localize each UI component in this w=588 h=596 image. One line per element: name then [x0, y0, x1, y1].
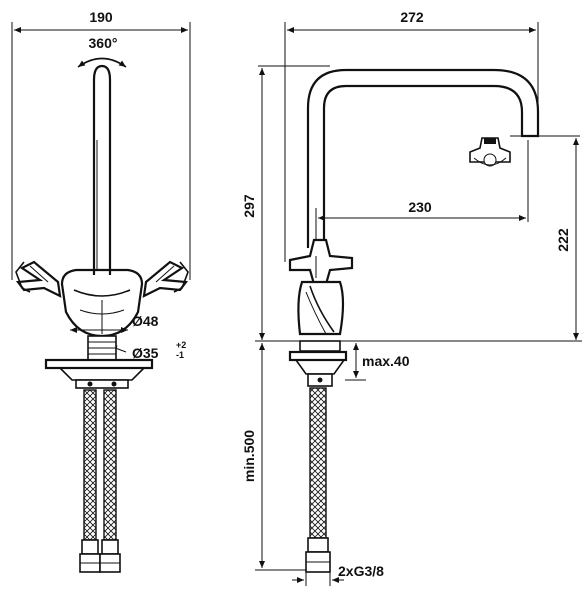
handle-side	[288, 238, 354, 286]
threaded-shank-front	[87, 335, 117, 363]
side-view: 272 297 222 230	[241, 9, 582, 586]
spout-side	[306, 68, 540, 248]
dimension-width: 190	[11, 9, 191, 280]
dimension-min-hose: min.500	[241, 343, 306, 571]
dimension-min-hose-label: min.500	[241, 430, 257, 482]
dimension-reach-overall: 272	[284, 9, 539, 262]
dimension-height-overall-label: 297	[241, 194, 257, 218]
base-diameter-dimension: Ø48	[70, 313, 159, 333]
hole-tolerance-lower: -1	[176, 350, 184, 360]
flex-hose-side	[305, 387, 331, 573]
rotation-label: 360°	[89, 35, 118, 51]
dimension-height-spout-label: 222	[555, 228, 571, 252]
mixer-body-side	[297, 280, 345, 336]
hole-tolerance-upper: +2	[176, 340, 186, 350]
countertop-front	[44, 358, 154, 389]
dimension-max-deck-label: max.40	[362, 353, 410, 369]
hole-diameter-dimension: Ø35 +2 -1	[109, 340, 186, 361]
dimension-reach-overall-label: 272	[400, 9, 424, 25]
mixer-body-front	[60, 268, 144, 338]
countertop-side	[288, 340, 348, 387]
dimension-height-spout: 222	[510, 135, 580, 340]
right-handle	[142, 260, 189, 298]
dimension-connection: 2xG3/8	[292, 563, 384, 586]
flex-hoses-front	[79, 389, 121, 573]
dimension-connection-label: 2xG3/8	[338, 563, 384, 579]
base-diameter-label: Ø48	[132, 313, 159, 329]
dimension-height-overall: 297	[241, 65, 330, 340]
left-handle	[15, 260, 62, 298]
dimension-width-label: 190	[89, 9, 113, 25]
front-view: 190 360°	[11, 9, 191, 573]
dimension-reach-spout-label: 230	[408, 199, 432, 215]
aerator-side	[469, 137, 511, 167]
rotation-indicator: 360°	[77, 35, 127, 68]
spout-front	[92, 64, 112, 275]
hole-diameter-label: Ø35	[132, 345, 159, 361]
dimension-max-deck: max.40	[345, 343, 410, 381]
